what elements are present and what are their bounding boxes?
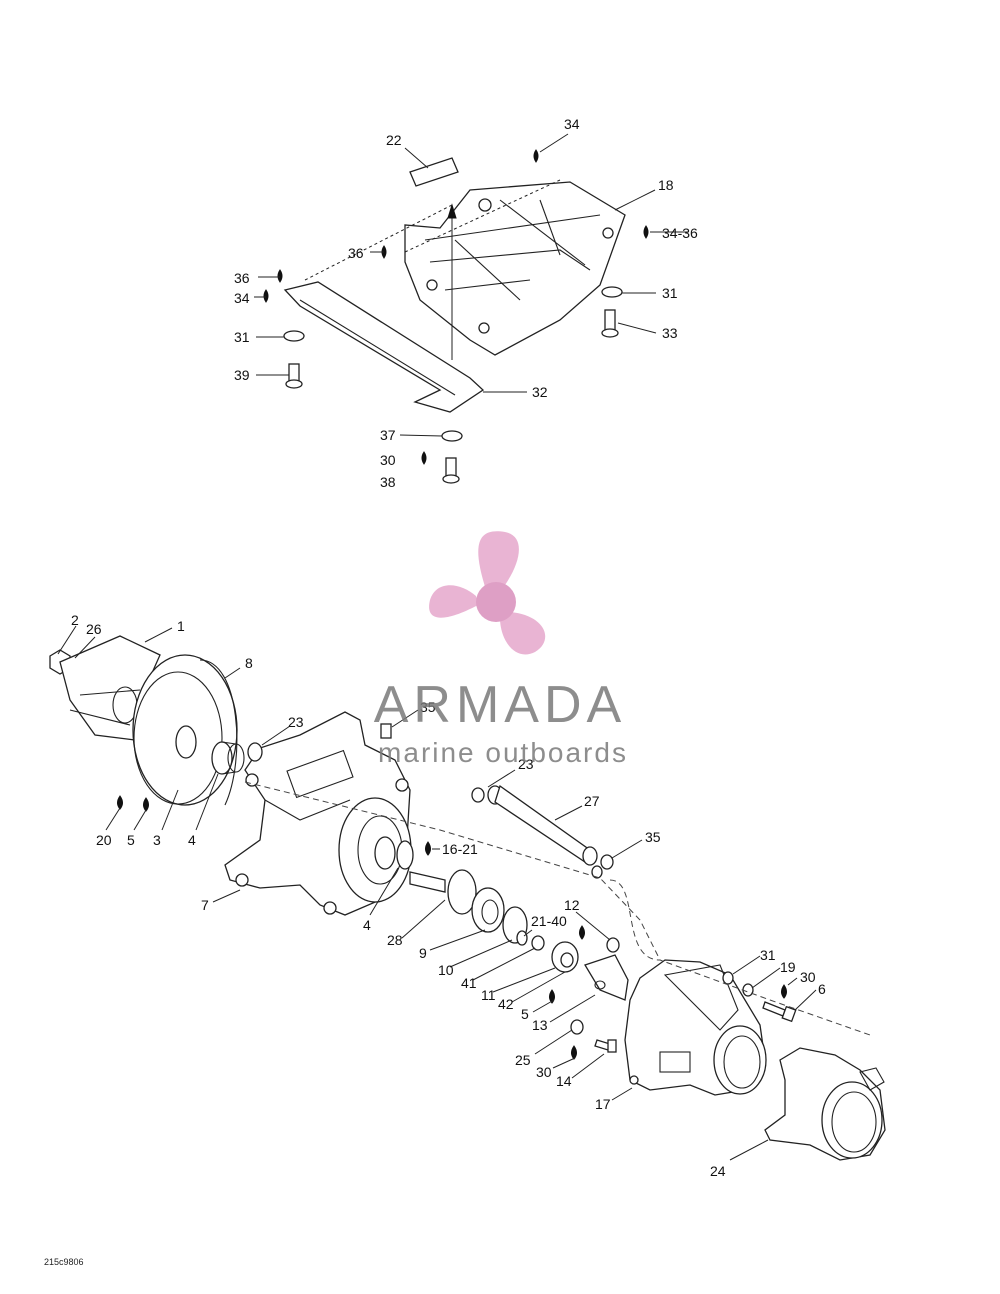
callout-19: 19 — [780, 959, 796, 975]
cone — [584, 954, 629, 1001]
impeller — [471, 887, 505, 933]
callout-39: 39 — [234, 367, 250, 383]
callout-16-21: 16-21 — [442, 841, 478, 857]
callout-35: 35 — [420, 699, 436, 715]
callout-2: 2 — [71, 612, 79, 628]
callout-21-40: 21-40 — [531, 913, 567, 929]
callout-42: 42 — [498, 996, 514, 1012]
callout-35: 35 — [645, 829, 661, 845]
callout-8: 8 — [245, 655, 253, 671]
callout-24: 24 — [710, 1163, 726, 1179]
callout-13: 13 — [532, 1017, 548, 1033]
washer — [283, 330, 305, 342]
callout-38: 38 — [380, 474, 396, 490]
callout-36: 36 — [348, 245, 364, 261]
callout-17: 17 — [595, 1096, 611, 1112]
callout-6: 6 — [818, 981, 826, 997]
brand-text: ARMADA — [374, 676, 626, 734]
callout-10: 10 — [438, 962, 454, 978]
key-part — [409, 157, 459, 187]
callout-14: 14 — [556, 1073, 572, 1089]
callout-4: 4 — [188, 832, 196, 848]
callout-28: 28 — [387, 932, 403, 948]
callout-31: 31 — [760, 947, 776, 963]
callout-labels: 22 34 18 34-36 36 36 34 31 31 33 39 32 3… — [71, 116, 826, 1179]
callout-32: 32 — [532, 384, 548, 400]
leader-lines-lower — [57, 625, 817, 1161]
support-bar — [283, 281, 485, 413]
callout-23: 23 — [518, 756, 534, 772]
callout-41: 41 — [461, 975, 477, 991]
ride-plate — [404, 181, 626, 356]
callout-20: 20 — [96, 832, 112, 848]
callout-34-36: 34-36 — [662, 225, 698, 241]
callout-31: 31 — [662, 285, 678, 301]
callout-34: 34 — [564, 116, 580, 132]
callout-27: 27 — [584, 793, 600, 809]
callout-5: 5 — [127, 832, 135, 848]
propeller-logo-icon — [429, 531, 546, 655]
callout-18: 18 — [658, 177, 674, 193]
callout-22: 22 — [386, 132, 402, 148]
coupler — [396, 840, 414, 870]
callout-9: 9 — [419, 945, 427, 961]
callout-3: 3 — [153, 832, 161, 848]
callout-5: 5 — [521, 1006, 529, 1022]
callout-25: 25 — [515, 1052, 531, 1068]
drawing-code: 215c9806 — [44, 1257, 84, 1267]
washer — [441, 430, 463, 442]
callout-30: 30 — [380, 452, 396, 468]
ride-plate-assembly — [263, 149, 649, 484]
callout-31: 31 — [234, 329, 250, 345]
callout-36: 36 — [234, 270, 250, 286]
callout-23: 23 — [288, 714, 304, 730]
tagline-text: marine outboards — [378, 737, 628, 768]
callout-7: 7 — [201, 897, 209, 913]
callout-30: 30 — [536, 1064, 552, 1080]
callout-26: 26 — [86, 621, 102, 637]
drive-shaft — [409, 871, 446, 893]
washer — [601, 286, 623, 298]
callout-4: 4 — [363, 917, 371, 933]
armada-watermark: ARMADA marine outboards — [374, 531, 628, 768]
callout-37: 37 — [380, 427, 396, 443]
leader-lines-upper — [254, 133, 688, 437]
callout-34: 34 — [234, 290, 250, 306]
jet-pump-assembly — [49, 635, 886, 1161]
callout-1: 1 — [177, 618, 185, 634]
callout-30: 30 — [800, 969, 816, 985]
callout-11: 11 — [481, 987, 496, 1003]
coupler — [211, 741, 233, 775]
callout-12: 12 — [564, 897, 580, 913]
callout-33: 33 — [662, 325, 678, 341]
